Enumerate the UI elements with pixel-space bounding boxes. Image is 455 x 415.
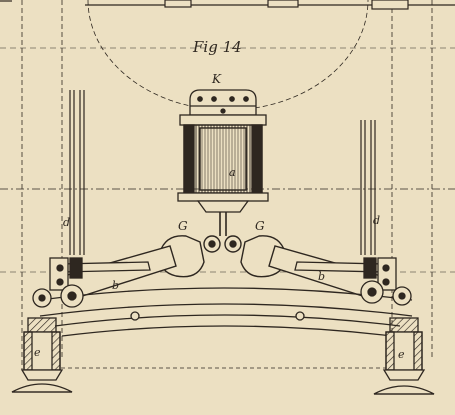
side-rods <box>69 90 376 255</box>
label-b-right: b <box>318 270 325 283</box>
label-e-right: e <box>398 348 405 361</box>
piston-cap-k <box>179 89 267 126</box>
label-e-left: e <box>34 346 41 359</box>
right-bracket <box>360 257 412 306</box>
figure-title: Fig 14 <box>192 38 242 56</box>
g-blocks <box>159 235 286 278</box>
label-d-right: d <box>373 214 380 227</box>
label-g-left: G <box>178 219 188 233</box>
lower-beam <box>39 287 413 337</box>
right-foot <box>373 317 435 395</box>
horizontal-arm <box>59 261 386 273</box>
label-g-right: G <box>255 219 265 233</box>
left-foot <box>11 317 73 393</box>
central-joint <box>203 235 242 253</box>
cylinder <box>177 124 269 236</box>
left-bracket <box>32 257 84 308</box>
top-frame <box>0 0 455 10</box>
label-d-left: d <box>63 216 70 229</box>
label-b-left: b <box>112 279 119 292</box>
label-a: a <box>229 166 236 179</box>
label-k: K <box>211 72 222 86</box>
